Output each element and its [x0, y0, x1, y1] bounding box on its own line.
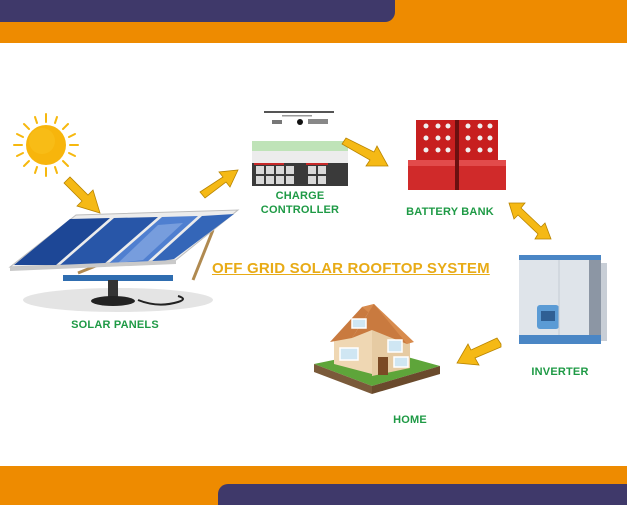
inverter-icon — [519, 255, 607, 344]
arrow-battery-inverter-bidirectional — [508, 202, 552, 240]
arrow-inverter-to-home — [456, 337, 502, 366]
home-label: HOME — [393, 414, 427, 426]
charge-controller-label-line2: CONTROLLER — [260, 204, 340, 216]
charge-controller-icon — [252, 108, 348, 186]
arrow-panels-to-controller — [199, 169, 239, 199]
battery-bank-label: BATTERY BANK — [406, 206, 494, 218]
solar-panels-label: SOLAR PANELS — [71, 319, 159, 331]
arrow-controller-to-battery — [341, 137, 389, 167]
house-icon — [314, 304, 440, 394]
header-band-purple — [0, 0, 395, 22]
charge-controller-label-line1: CHARGE — [275, 190, 325, 202]
diagram-title: OFF GRID SOLAR ROOFTOP SYSTEM — [212, 260, 490, 277]
arrow-sun-to-panels — [63, 176, 101, 214]
solar-panel-icon — [8, 209, 240, 312]
battery-bank-icon — [408, 120, 506, 190]
sun-icon — [13, 113, 79, 177]
footer-band-purple — [218, 484, 627, 505]
inverter-label: INVERTER — [531, 366, 589, 378]
